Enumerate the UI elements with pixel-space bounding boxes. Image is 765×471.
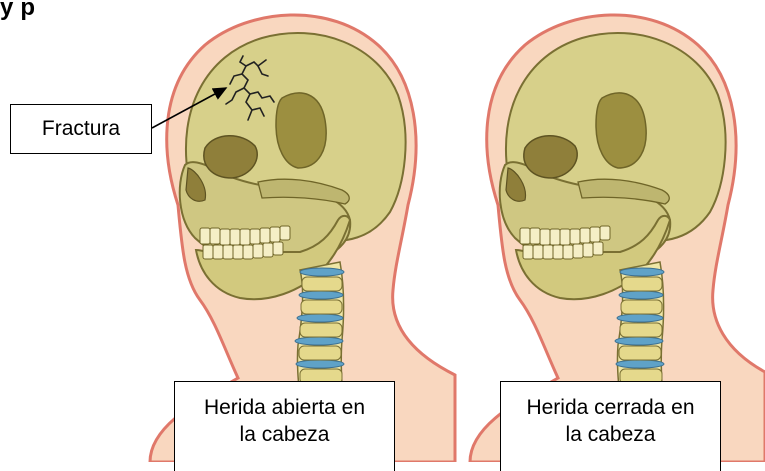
right-temporal-shadow xyxy=(596,93,646,168)
closed-wound-caption-line1: Herida cerrada en xyxy=(501,394,720,421)
left-temporal-shadow xyxy=(276,93,326,168)
closed-wound-caption-line2: la cabeza xyxy=(501,421,720,448)
left-eye-socket xyxy=(204,136,257,178)
fracture-label: Fractura xyxy=(10,104,152,154)
open-wound-caption: Herida abierta en la cabeza xyxy=(174,381,395,471)
open-wound-caption-line2: la cabeza xyxy=(175,421,394,448)
closed-wound-caption: Herida cerrada en la cabeza xyxy=(500,381,721,471)
left-teeth xyxy=(200,226,290,259)
open-wound-caption-line1: Herida abierta en xyxy=(175,394,394,421)
right-eye-socket xyxy=(524,136,577,178)
right-teeth xyxy=(520,226,610,259)
